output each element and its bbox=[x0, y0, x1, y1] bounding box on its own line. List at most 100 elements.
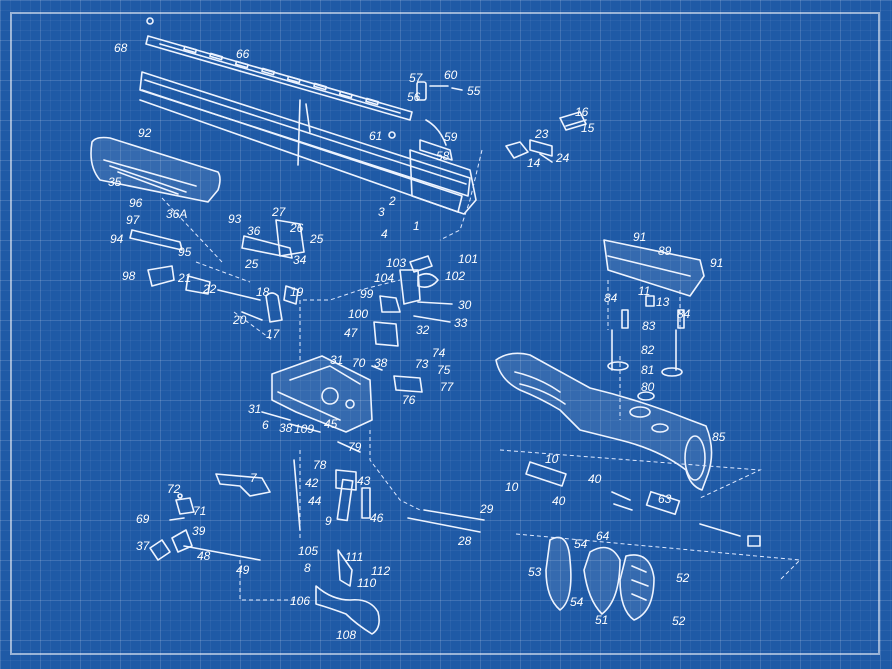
callout-45: 45 bbox=[324, 417, 338, 431]
callout-108: 108 bbox=[336, 628, 356, 642]
callout-25b: 25 bbox=[244, 257, 259, 271]
callout-94: 94 bbox=[110, 232, 124, 246]
drawing-frame bbox=[10, 12, 880, 655]
callout-24: 24 bbox=[555, 151, 570, 165]
callout-8: 8 bbox=[304, 561, 311, 575]
left-mid-parts bbox=[129, 219, 305, 323]
callout-30: 30 bbox=[458, 298, 472, 312]
callout-68: 68 bbox=[114, 41, 128, 55]
callout-48: 48 bbox=[197, 549, 211, 563]
callout-56: 56 bbox=[407, 90, 421, 104]
callout-40b: 40 bbox=[552, 494, 566, 508]
callout-36: 36 bbox=[247, 224, 261, 238]
callout-110: 110 bbox=[357, 576, 376, 590]
callout-31a: 31 bbox=[330, 353, 343, 367]
trigger-guard bbox=[315, 585, 380, 635]
callout-57: 57 bbox=[409, 71, 424, 85]
callout-103: 103 bbox=[386, 256, 406, 270]
callout-54a: 54 bbox=[574, 537, 588, 551]
callout-53: 53 bbox=[528, 565, 542, 579]
callout-73: 73 bbox=[415, 357, 429, 371]
callout-83: 83 bbox=[642, 319, 656, 333]
callout-75: 75 bbox=[437, 363, 451, 377]
callout-47: 47 bbox=[344, 326, 359, 340]
callout-79: 79 bbox=[348, 440, 362, 454]
callout-29: 29 bbox=[479, 502, 494, 516]
callout-36a: 36A bbox=[166, 207, 187, 221]
receiver bbox=[271, 355, 373, 433]
vent-rib bbox=[145, 35, 413, 121]
callout-44: 44 bbox=[308, 494, 322, 508]
leader-lines bbox=[161, 149, 802, 601]
callout-4: 4 bbox=[381, 227, 388, 241]
callout-74: 74 bbox=[432, 346, 446, 360]
recoil-pad-assembly bbox=[525, 461, 761, 621]
callout-37: 37 bbox=[136, 539, 151, 553]
callout-17: 17 bbox=[266, 327, 281, 341]
callout-46: 46 bbox=[370, 511, 384, 525]
callout-49: 49 bbox=[236, 563, 250, 577]
callout-15: 15 bbox=[581, 121, 595, 135]
callout-55: 55 bbox=[467, 84, 481, 98]
callout-72: 72 bbox=[167, 482, 181, 496]
callout-26: 26 bbox=[289, 221, 304, 235]
callout-59: 59 bbox=[444, 130, 458, 144]
callout-27: 27 bbox=[271, 205, 287, 219]
callout-35: 35 bbox=[108, 175, 122, 189]
callout-101: 101 bbox=[458, 252, 478, 266]
callout-10a: 10 bbox=[545, 452, 559, 466]
callout-102: 102 bbox=[445, 269, 465, 283]
callout-95: 95 bbox=[178, 245, 192, 259]
callout-84b: 84 bbox=[677, 307, 691, 321]
callout-111: 111 bbox=[345, 550, 363, 564]
callout-85: 85 bbox=[712, 430, 726, 444]
center-parts bbox=[261, 255, 453, 491]
callout-6: 6 bbox=[262, 418, 269, 432]
callout-34: 34 bbox=[293, 253, 307, 267]
callout-96: 96 bbox=[129, 196, 143, 210]
callout-10b: 10 bbox=[505, 480, 519, 494]
callout-9: 9 bbox=[325, 514, 332, 528]
buttstock bbox=[495, 352, 713, 491]
callout-52a: 52 bbox=[676, 571, 690, 585]
callout-33: 33 bbox=[454, 316, 468, 330]
callout-19: 19 bbox=[290, 285, 304, 299]
bead-68 bbox=[146, 17, 154, 25]
callout-38b: 38 bbox=[279, 421, 293, 435]
callout-25a: 25 bbox=[309, 232, 324, 246]
callout-104: 104 bbox=[374, 271, 394, 285]
callout-98: 98 bbox=[122, 269, 136, 283]
trigger-mech-parts bbox=[149, 459, 485, 587]
barrel-assembly bbox=[139, 71, 477, 215]
callout-91b: 91 bbox=[710, 256, 723, 270]
callout-91a: 91 bbox=[633, 230, 646, 244]
top-pins-group bbox=[388, 81, 463, 161]
callout-14: 14 bbox=[527, 156, 541, 170]
callout-39: 39 bbox=[192, 524, 206, 538]
callout-80: 80 bbox=[641, 380, 655, 394]
callout-92: 92 bbox=[138, 126, 152, 140]
callout-58: 58 bbox=[436, 149, 450, 163]
forend bbox=[90, 136, 221, 203]
callout-23: 23 bbox=[534, 127, 549, 141]
callout-70: 70 bbox=[352, 356, 366, 370]
comb-piece bbox=[603, 239, 705, 297]
callout-28: 28 bbox=[457, 534, 472, 548]
callout-13: 13 bbox=[656, 295, 670, 309]
callout-76: 76 bbox=[402, 393, 416, 407]
callout-21: 21 bbox=[177, 271, 191, 285]
callout-2: 2 bbox=[388, 194, 396, 208]
callout-71: 71 bbox=[193, 504, 206, 518]
callout-89: 89 bbox=[658, 244, 672, 258]
callout-84a: 84 bbox=[604, 291, 618, 305]
callout-106: 106 bbox=[290, 594, 310, 608]
callout-11: 11 bbox=[638, 284, 650, 298]
callout-61: 61 bbox=[369, 129, 382, 143]
callout-20: 20 bbox=[232, 313, 247, 327]
callout-109: 109 bbox=[294, 422, 314, 436]
callout-66: 66 bbox=[236, 47, 250, 61]
callout-40a: 40 bbox=[588, 472, 602, 486]
callout-78: 78 bbox=[313, 458, 327, 472]
callout-1: 1 bbox=[413, 219, 420, 233]
